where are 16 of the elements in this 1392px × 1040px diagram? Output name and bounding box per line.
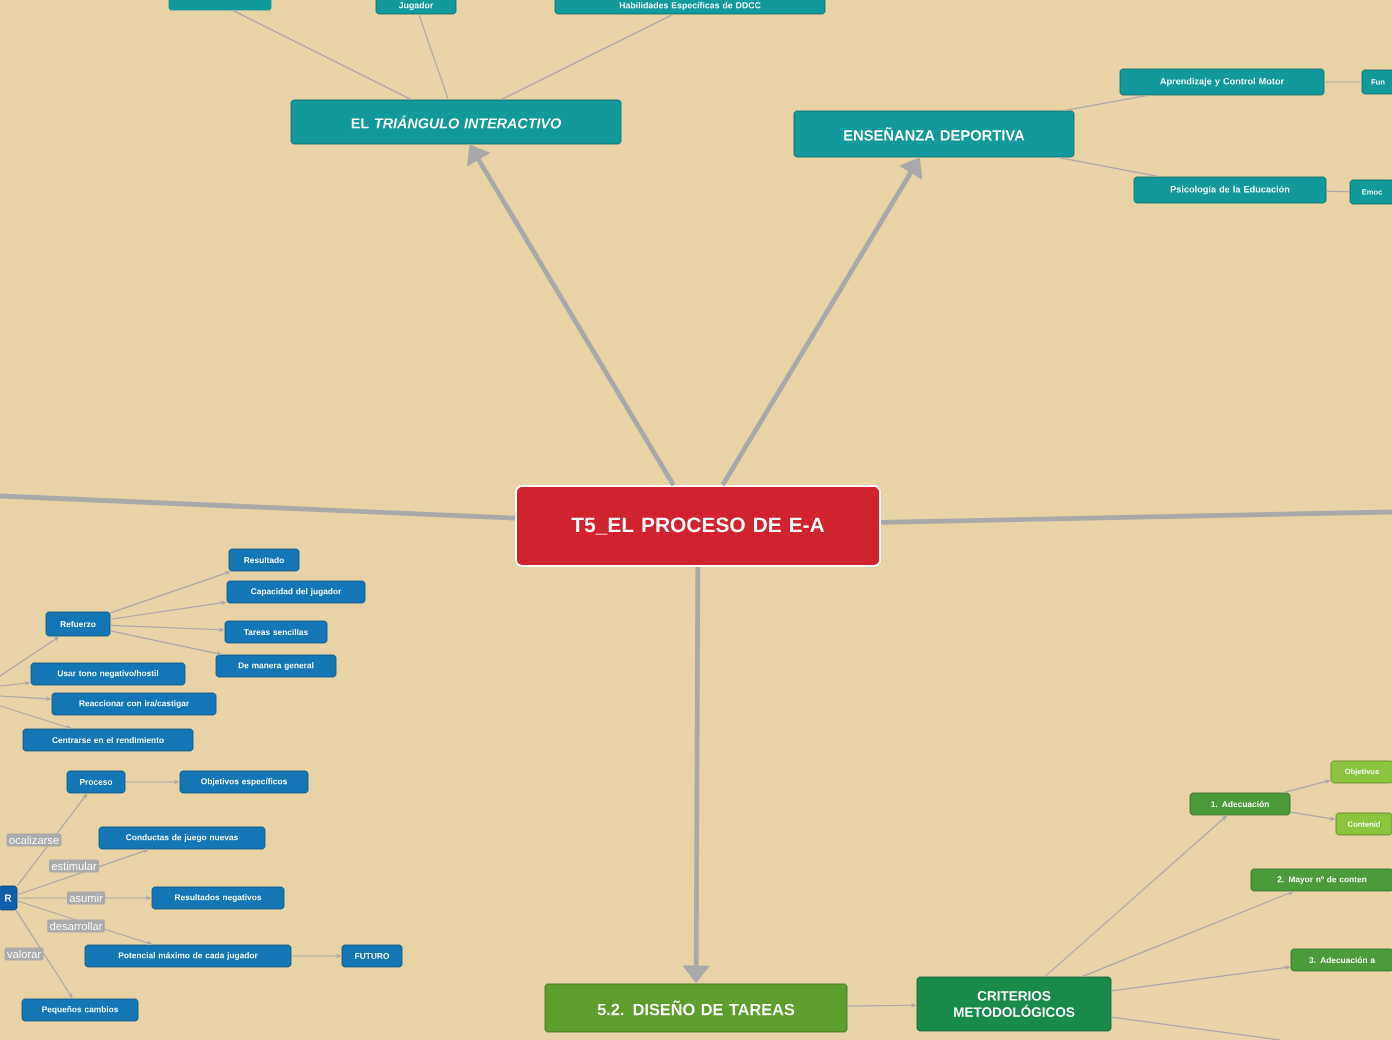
topic-box: 5.2. DISEÑO DE TAREAS — [544, 983, 848, 1033]
connector-line — [1057, 156, 1160, 178]
connector-line — [418, 13, 449, 101]
arrow — [0, 705, 72, 730]
arrow — [16, 793, 88, 887]
connector-line — [1325, 190, 1351, 193]
connector-line — [880, 509, 1392, 525]
connector-line — [232, 9, 412, 101]
arrow — [16, 848, 149, 896]
subtopic-box — [168, 0, 272, 11]
connector-line — [0, 493, 516, 521]
connector-line — [1063, 94, 1149, 112]
arrow — [109, 570, 231, 614]
connector-line — [1110, 1016, 1281, 1040]
connector-line — [500, 13, 674, 101]
central-topic: T5_EL PROCESO DE E-A — [515, 485, 881, 567]
